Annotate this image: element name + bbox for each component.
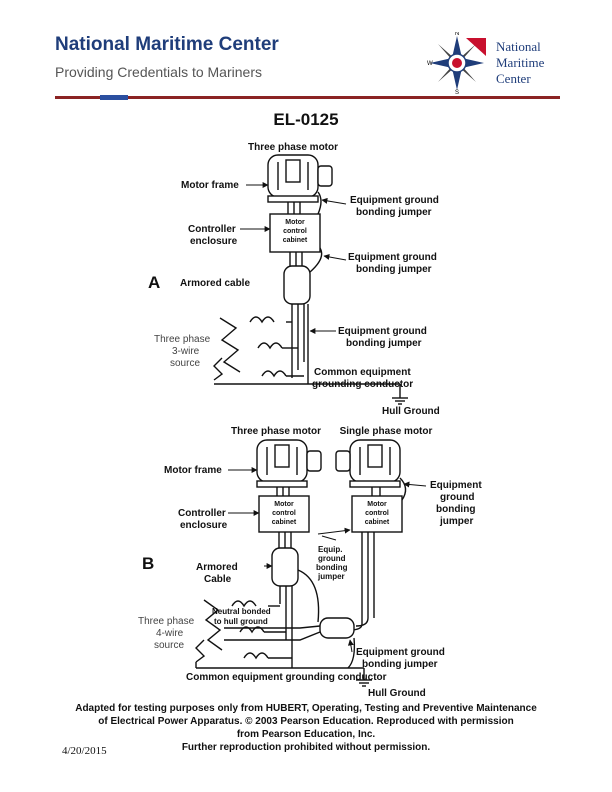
diagram-b: [195, 439, 407, 687]
a-motor-frame-label: Motor frame: [181, 180, 239, 191]
conduit-fitting-b: [319, 617, 355, 639]
header-rule: [55, 96, 560, 99]
motor-control-cabinet-b1: [258, 495, 310, 533]
b-cabinet1-line2: control: [272, 510, 296, 517]
a-jumper3-line2: bonding jumper: [346, 338, 422, 349]
footer-line-3: from Pearson Education, Inc.: [236, 729, 376, 740]
section-b-label: B: [142, 554, 154, 573]
b-armored-line2: Cable: [204, 574, 232, 585]
b-controller-line1: Controller: [178, 508, 226, 519]
b-neutral-line1: Neutral bonded: [212, 607, 271, 616]
a-common-line2: grounding conductor: [312, 379, 413, 390]
a-jumper2-line2: bonding jumper: [356, 264, 432, 275]
footer-line-4: Further reproduction prohibited without …: [181, 742, 431, 753]
logo-line-1: National: [496, 39, 541, 54]
b-source-line2: 4-wire: [156, 628, 184, 639]
document-date: 4/20/2015: [62, 745, 107, 757]
b-source-line1: Three phase: [138, 616, 195, 627]
compass-n-letter: N: [455, 32, 459, 37]
org-title: National Maritime Center: [55, 34, 279, 55]
a-source-line1: Three phase: [154, 334, 211, 345]
b-armored-line1: Armored: [196, 562, 238, 573]
diagram-a: [213, 154, 408, 405]
a-hull-ground-label: Hull Ground: [382, 406, 440, 417]
armored-cable-b: [271, 547, 299, 587]
b-equip-line4: jumper: [439, 516, 473, 527]
footer-line-1: Adapted for testing purposes only from H…: [75, 703, 537, 714]
a-armored-cable-label: Armored cable: [180, 278, 250, 289]
a-cabinet-line2: control: [283, 228, 307, 235]
b-equip-small-line2: ground: [318, 554, 346, 563]
a-jumper2-line1: Equipment ground: [348, 252, 437, 263]
b-single-phase-motor-label: Single phase motor: [340, 426, 433, 437]
b-jumper-line2: bonding jumper: [362, 659, 438, 670]
b-equip-small-line1: Equip.: [318, 545, 342, 554]
b-hull-ground-label: Hull Ground: [368, 688, 426, 699]
a-motor-label: Three phase motor: [248, 142, 338, 153]
b-equip-line3: bonding: [436, 504, 475, 515]
a-jumper1-line1: Equipment ground: [350, 195, 439, 206]
a-common-line1: Common equipment: [314, 367, 411, 378]
armored-cable-a: [283, 265, 311, 305]
logo-wordmark: National Maritime Center: [496, 39, 544, 87]
b-common-label: Common equipment grounding conductor: [186, 672, 387, 683]
compass-s-letter: S: [455, 90, 459, 94]
section-a-label: A: [148, 273, 160, 292]
org-tagline: Providing Credentials to Mariners: [55, 64, 262, 80]
a-source-line3: source: [170, 358, 200, 369]
footer-line-2: of Electrical Power Apparatus. © 2003 Pe…: [98, 716, 514, 727]
grounding-diagram: Three phase motor Motor frame Equipment …: [138, 142, 482, 699]
b-cabinet1-line1: Motor: [274, 501, 294, 508]
b-equip-small-line4: jumper: [317, 572, 345, 581]
b-cabinet2-line2: control: [365, 510, 389, 517]
b-cabinet1-line3: cabinet: [272, 519, 297, 526]
b-three-phase-motor-label: Three phase motor: [231, 426, 321, 437]
b-motor-frame-label: Motor frame: [164, 465, 222, 476]
b-equip-line2: ground: [440, 492, 474, 503]
a-controller-line1: Controller: [188, 224, 236, 235]
compass-logo-icon: N S W: [427, 32, 486, 94]
a-cabinet-line1: Motor: [285, 219, 305, 226]
compass-w-letter: W: [427, 61, 433, 67]
motor-control-cabinet-a: [269, 213, 321, 253]
b-equip-small-line3: bonding: [316, 563, 348, 572]
header-rule-accent: [100, 95, 128, 100]
single-phase-motor-b: [335, 439, 401, 488]
document-title: EL-0125: [273, 110, 339, 129]
b-neutral-line2: to hull ground: [214, 617, 268, 626]
a-source-line2: 3-wire: [172, 346, 200, 357]
three-phase-motor-a: [267, 154, 333, 203]
attribution-footer: Adapted for testing purposes only from H…: [60, 702, 552, 754]
a-cabinet-line3: cabinet: [283, 237, 308, 244]
b-source-line3: source: [154, 640, 184, 651]
logo-line-3: Center: [496, 71, 531, 86]
b-equip-line1: Equipment: [430, 480, 482, 491]
logo-line-2: Maritime: [496, 55, 545, 70]
three-phase-motor-b: [256, 439, 322, 488]
motor-control-cabinet-b2: [351, 495, 403, 533]
b-cabinet2-line1: Motor: [367, 501, 387, 508]
a-jumper3-line1: Equipment ground: [338, 326, 427, 337]
b-controller-line2: enclosure: [180, 520, 228, 531]
b-jumper-line1: Equipment ground: [356, 647, 445, 658]
a-controller-line2: enclosure: [190, 236, 238, 247]
b-cabinet2-line3: cabinet: [365, 519, 390, 526]
a-jumper1-line2: bonding jumper: [356, 207, 432, 218]
